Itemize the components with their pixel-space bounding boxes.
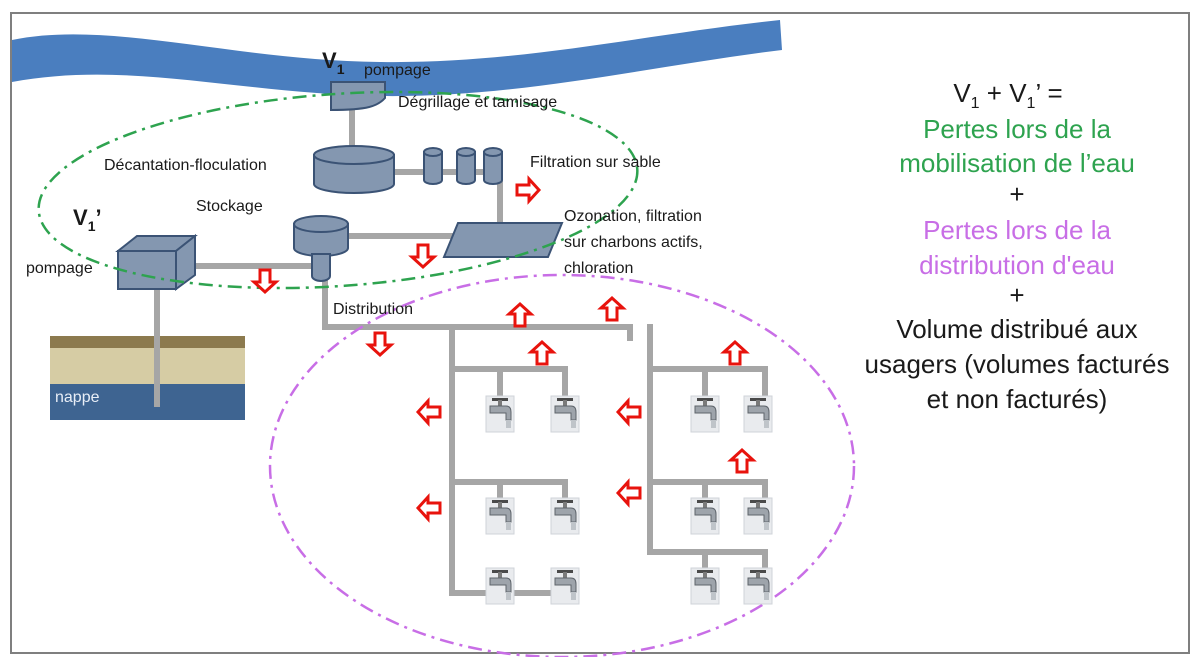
aquifer-layer [50, 384, 245, 420]
ozonation-label-line3: chloration [564, 260, 633, 277]
stockage-label: Stockage [196, 198, 263, 215]
loss-arrow-left [415, 397, 442, 427]
faucet-icon [485, 395, 515, 433]
loss-arrow-left [615, 397, 642, 427]
loss-arrow-left [615, 478, 642, 508]
loss-arrow-left [415, 493, 442, 523]
loss-equation: V1 + V1’ = Pertes lors de la mobilisatio… [865, 78, 1170, 414]
equation-line-9: usagers (volumes facturés [865, 349, 1170, 379]
loss-arrow-down [250, 268, 280, 295]
degrillage-label: Dégrillage et tamisage [398, 94, 557, 111]
faucet-icon [550, 497, 580, 535]
equation-title: V1 + V1’ = [953, 78, 1062, 112]
equation-line-2: Pertes lors de la [923, 114, 1111, 144]
v1-label: V1 [322, 48, 345, 77]
faucet-icon [743, 395, 773, 433]
decantation-tank [313, 145, 395, 194]
decantation-label: Décantation-floculation [104, 157, 267, 174]
equation-line-8: Volume distribué aux [896, 314, 1137, 344]
v1-prime-label: V1’ [73, 205, 102, 234]
nappe-label: nappe [55, 389, 100, 406]
loss-arrow-up [505, 301, 535, 328]
intake-pump [330, 81, 386, 112]
loss-arrows [250, 175, 757, 523]
diagram-frame [10, 12, 1190, 654]
faucet-icon [743, 497, 773, 535]
sand-filters [423, 147, 503, 185]
loss-arrow-up [527, 339, 557, 366]
equation-plus-2: + [1009, 280, 1024, 310]
faucet-icon [690, 395, 720, 433]
faucet-icon [485, 567, 515, 605]
loss-arrow-down [365, 331, 395, 358]
faucet-icon [743, 567, 773, 605]
equation-line-3: mobilisation de l’eau [899, 148, 1135, 178]
loss-arrow-up [597, 295, 627, 322]
ground-top-layer [50, 336, 245, 348]
storage-tank [293, 215, 349, 282]
loss-arrow-up [720, 339, 750, 366]
faucets [485, 395, 773, 605]
faucet-icon [690, 497, 720, 535]
equation-line-10: et non facturés) [927, 384, 1108, 414]
ozonation-label-line1: Ozonation, filtration [564, 208, 702, 225]
equation-line-5: Pertes lors de la [923, 215, 1111, 245]
river [12, 20, 782, 97]
distribution-label: Distribution [333, 301, 413, 318]
loss-arrow-right [515, 175, 542, 205]
ozonation-label-line2: sur charbons actifs, [564, 234, 703, 251]
pompage-top-label: pompage [364, 62, 431, 79]
ground-middle-layer [50, 348, 245, 384]
faucet-icon [550, 567, 580, 605]
faucet-icon [690, 567, 720, 605]
treatment-unit [442, 222, 564, 258]
equation-line-6: distribution d'eau [919, 250, 1115, 280]
groundwater-pump [115, 233, 198, 291]
loss-arrow-up [727, 447, 757, 474]
equation-plus-1: + [1009, 179, 1024, 209]
faucet-icon [485, 497, 515, 535]
pompage-left-label: pompage [26, 260, 93, 277]
distribution-loss-boundary [268, 273, 856, 657]
mobilisation-loss-boundary [37, 90, 639, 290]
filtration-sable-label: Filtration sur sable [530, 154, 661, 171]
loss-arrow-down [408, 243, 438, 270]
faucet-icon [550, 395, 580, 433]
